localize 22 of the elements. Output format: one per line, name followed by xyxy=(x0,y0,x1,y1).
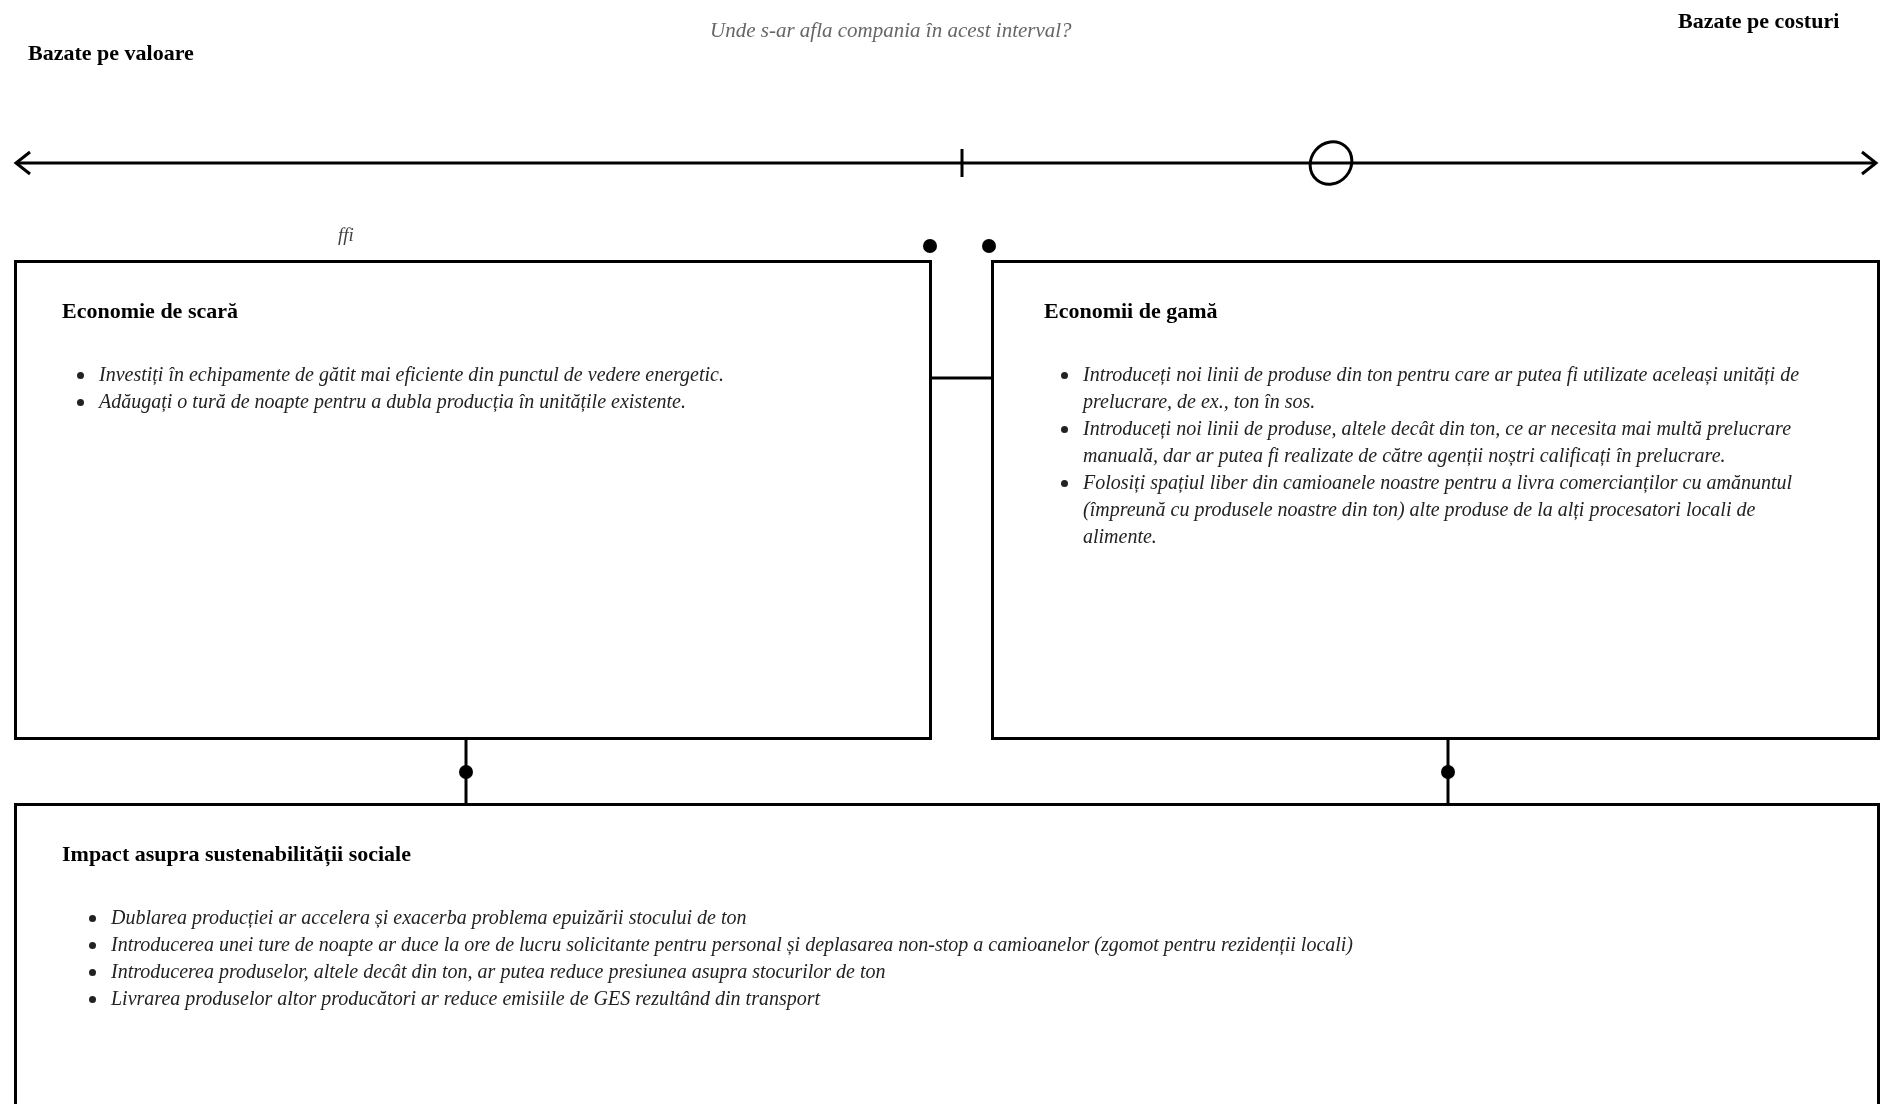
question-text: Unde s-ar afla compania în acest interval? xyxy=(710,18,1072,43)
box-heading: Economii de gamă xyxy=(1044,298,1218,324)
bullet-text: Folosiți spațiul liber din camioanele noastre pentru a livra comercianților cu amănuntul (împreună cu produsele noastre din ton) alte produse de la alți procesatori locali de alimente. xyxy=(1083,471,1792,547)
content-box xyxy=(991,260,1880,740)
bullet-text: Introduceți noi linii de produse din ton pentru care ar putea fi utilizate aceleași unități de prelucrare, de ex., ton în sos. xyxy=(1083,363,1799,412)
box-heading: Impact asupra sustenabilității sociale xyxy=(62,841,411,867)
bullet-text: Introducerea unei ture de noapte ar duce la ore de lucru solicitante pentru personal și deplasarea non-stop a camioanelor (zgomot pentru rezidenții locali) xyxy=(111,933,1354,955)
bullet-text: Livrarea produselor altor producători ar reduce emisiile de GES rezultând din transport xyxy=(111,987,821,1009)
bullet-text: Introduceți noi linii de produse, altele decât din ton, ce ar necesita mai multă prelucrare manuală, dar ar putea fi realizate de către agenții noștri calificați în prelucrare. xyxy=(1083,417,1791,466)
note-text: ffi xyxy=(338,224,354,246)
bullet-text: Introducerea produselor, altele decât din ton, ar putea reduce presiunea asupra stocurilor de ton xyxy=(111,960,886,982)
axis-end-label: Bazate pe costuri xyxy=(1678,8,1840,34)
connector-line xyxy=(464,740,468,803)
bullet-text: Adăugați o tură de noapte pentru a dubla producția în unitățile existente. xyxy=(99,390,686,412)
bullet-text: Investiți în echipamente de gătit mai eficiente din punctul de vedere energetic. xyxy=(99,363,724,385)
bullet-text: Dublarea producției ar accelera și exacerba problema epuizării stocului de ton xyxy=(111,906,747,928)
axis-end-label: Bazate pe valoare xyxy=(28,40,194,66)
connector-line xyxy=(1446,740,1450,803)
connector-line xyxy=(932,376,991,380)
box-heading: Economie de scară xyxy=(62,298,238,324)
content-box xyxy=(14,260,932,740)
content-box xyxy=(14,803,1880,1104)
